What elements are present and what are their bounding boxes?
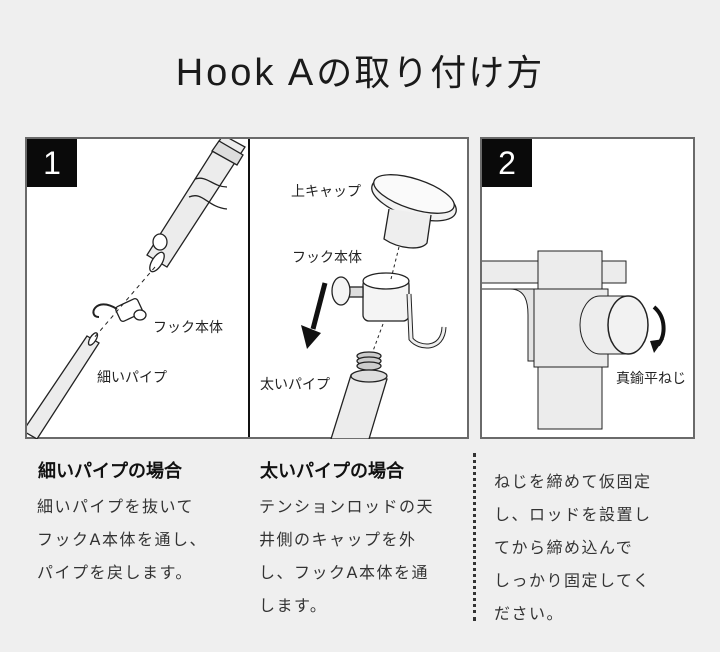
label-hook-body-1: フック本体 — [153, 320, 223, 336]
step-1-panel: 1 フック本体 細いパイプ — [25, 137, 469, 439]
text-line: し、フックA本体を通 — [259, 563, 429, 582]
text-line: ねじを締めて仮固定 — [494, 472, 652, 491]
text-line: しっかり固定してく — [494, 571, 651, 590]
heading-thin-pipe: 細いパイプの場合 — [38, 461, 182, 482]
label-brass-screw: 真鍮平ねじ — [616, 371, 686, 387]
step-2-panel: 2 真鍮平ねじ — [480, 137, 695, 439]
panel-divider — [248, 139, 250, 437]
step-2-badge: 2 — [482, 139, 532, 187]
label-thick-pipe: 太いパイプ — [260, 377, 330, 393]
heading-thick-pipe: 太いパイプの場合 — [260, 461, 404, 482]
text-line: 細いパイプを抜いて — [37, 497, 195, 516]
text-line: テンションロッドの天 — [259, 497, 435, 516]
text-line: てから締め込んで — [494, 538, 634, 557]
text-line: パイプを戻します。 — [37, 563, 193, 582]
dotted-divider — [473, 453, 476, 621]
thin-pipe-illustration — [27, 139, 246, 439]
label-top-cap: 上キャップ — [291, 184, 361, 200]
text-step-2: ねじを締めて仮固定 し、ロッドを設置し てから締め込んで しっかり固定してく だ… — [494, 465, 652, 630]
text-thin-pipe: 細いパイプを抜いて フックA本体を通し、 パイプを戻します。 — [37, 490, 207, 589]
text-line: 井側のキャップを外 — [259, 530, 417, 549]
thick-pipe-illustration — [301, 174, 457, 439]
label-thin-pipe: 細いパイプ — [97, 370, 167, 386]
title-latin: Hook A — [175, 52, 317, 94]
screw-illustration — [482, 250, 666, 430]
title-jp: の取り付け方 — [316, 53, 545, 94]
step-1-badge: 1 — [27, 139, 77, 187]
text-line: します。 — [259, 596, 328, 615]
text-line: フックA本体を通し、 — [37, 530, 207, 549]
text-thick-pipe: テンションロッドの天 井側のキャップを外 し、フックA本体を通 します。 — [259, 490, 434, 622]
text-line: し、ロッドを設置し — [494, 505, 652, 524]
page-title: Hook Aの取り付け方 — [0, 44, 720, 96]
text-line: ださい。 — [494, 604, 565, 623]
label-hook-body-2: フック本体 — [292, 250, 362, 266]
